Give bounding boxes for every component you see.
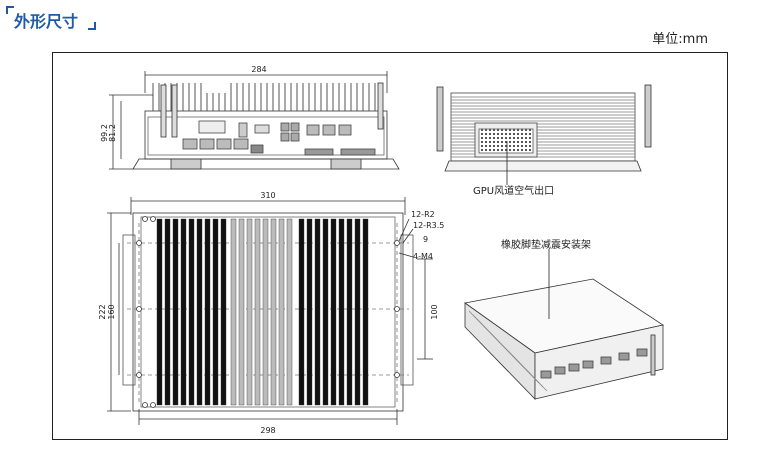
fin-bar	[196, 218, 203, 406]
fin-bar	[286, 218, 293, 406]
side-view	[436, 84, 652, 185]
fin-bar	[314, 218, 321, 406]
dim-310-label: 310	[260, 191, 275, 200]
isometric-view	[464, 249, 665, 400]
dim-298-label: 298	[260, 426, 275, 435]
fin-bar	[156, 218, 163, 406]
fin-bar	[270, 218, 277, 406]
small-dim-9-label: 9	[423, 235, 428, 244]
fin-bar	[338, 218, 345, 406]
corner-bracket-icon	[6, 6, 14, 14]
fin-bar	[298, 218, 305, 406]
fin-bar	[180, 218, 187, 406]
hole-label-r3-5: 12-R3.5	[413, 221, 444, 230]
mounting-hole-icon	[136, 240, 142, 246]
mounting-hole-icon	[150, 402, 156, 408]
mounting-hole-icon	[142, 216, 148, 222]
fin-bar	[322, 218, 329, 406]
technical-drawing: 284 99.2 81.2 310 298 222 160 100 12-R2 …	[98, 65, 665, 435]
mounting-hole-icon	[394, 372, 400, 378]
fin-bar	[220, 218, 227, 406]
fin-bar	[230, 218, 237, 406]
fin-bar	[246, 218, 253, 406]
mounting-hole-icon	[136, 306, 142, 312]
dim-160-label: 160	[107, 304, 116, 319]
dim-height-81-label: 81.2	[108, 124, 117, 142]
fin-bar	[204, 218, 211, 406]
heatsink-fins	[136, 216, 400, 408]
fin-bar	[254, 218, 261, 406]
fin-bar	[262, 218, 269, 406]
fin-bar	[354, 218, 361, 406]
fin-bar	[346, 218, 353, 406]
dim-100-label: 100	[430, 304, 439, 319]
fin-bar	[238, 218, 245, 406]
rubber-mount-callout: 橡胶脚垫减震安装架	[501, 238, 591, 251]
fin-bar	[278, 218, 285, 406]
fin-bar	[362, 218, 369, 406]
fin-bar	[306, 218, 313, 406]
hole-label-r2: 12-R2	[411, 210, 435, 219]
fin-bar	[212, 218, 219, 406]
top-view	[107, 197, 433, 425]
corner-bracket-icon	[88, 22, 96, 30]
mounting-hole-icon	[394, 240, 400, 246]
fin-bar	[164, 218, 171, 406]
dim-height-99-label: 99.2	[100, 124, 109, 142]
mounting-hole-icon	[150, 216, 156, 222]
fin-bar	[330, 218, 337, 406]
mounting-hole-icon	[142, 402, 148, 408]
fin-bar	[188, 218, 195, 406]
unit-label: 单位:mm	[652, 32, 708, 47]
hole-label-m4: 4-M4	[413, 252, 433, 261]
front-view	[132, 71, 400, 170]
drawing-frame: 284 99.2 81.2 310 298 222 160 100 12-R2 …	[52, 52, 728, 440]
section-title: 外形尺寸	[14, 12, 79, 31]
fin-bar	[172, 218, 179, 406]
dim-284-label: 284	[251, 65, 266, 74]
mounting-hole-icon	[394, 306, 400, 312]
dim-222-label: 222	[98, 304, 107, 319]
gpu-airflow-callout: GPU风道空气出口	[473, 184, 554, 197]
mounting-hole-icon	[136, 372, 142, 378]
